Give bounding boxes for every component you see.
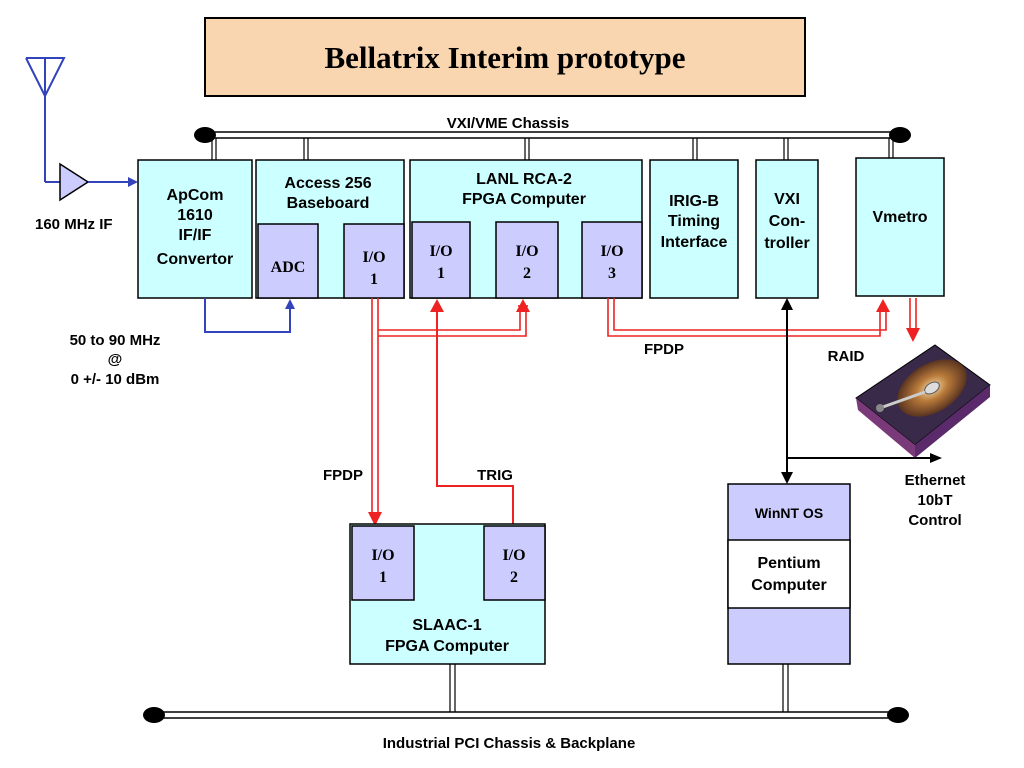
slaac-io2-line1: I/O xyxy=(502,547,525,564)
adc-label: ADC xyxy=(271,259,306,276)
if-frequency-label: 160 MHz IF xyxy=(35,216,113,233)
apcom-line4: Convertor xyxy=(157,251,233,268)
vxi-ctrl-line3: troller xyxy=(764,235,809,252)
fpdp-right-label: FPDP xyxy=(644,341,684,358)
lanl-io2-block xyxy=(495,221,559,299)
raid-label: RAID xyxy=(828,348,865,365)
signal-note-line1: 50 to 90 MHz xyxy=(70,332,161,349)
slaac1-module: I/O 1 I/O 2 SLAAC-1 FPGA Computer xyxy=(349,523,546,665)
slaac-io2-block xyxy=(483,525,546,601)
raid-arrow xyxy=(906,328,920,342)
vxi-chassis-bus xyxy=(194,127,911,160)
access-line1: Access 256 xyxy=(284,175,371,192)
irig-line1: IRIG-B xyxy=(669,193,719,210)
lanl-io3-line1: I/O xyxy=(600,243,623,260)
vxi-pentium-link xyxy=(781,298,942,484)
signal-note: 50 to 90 MHz @ 0 +/- 10 dBm xyxy=(70,332,161,388)
fpdp-arrow-vmetro xyxy=(876,299,890,312)
fpdp-left-label: FPDP xyxy=(323,467,363,484)
slaac-io1-block xyxy=(351,525,415,601)
access-line2: Baseboard xyxy=(287,195,370,212)
apcom-line2: 1610 xyxy=(177,207,213,224)
vmetro-label: Vmetro xyxy=(872,209,927,226)
vxi-controller-module: VXI Con- troller xyxy=(755,159,819,299)
slaac-line2: FPGA Computer xyxy=(385,638,509,655)
apcom-line1: ApCom xyxy=(167,187,224,204)
pentium-line1: Pentium xyxy=(757,555,820,572)
slaac-io2-line2: 2 xyxy=(510,569,518,586)
lanl-io1-line1: I/O xyxy=(429,243,452,260)
lanl-io1-line2: 1 xyxy=(437,265,445,282)
lanl-io2-line2: 2 xyxy=(523,265,531,282)
lanl-io2-line1: I/O xyxy=(515,243,538,260)
hard-disk-icon xyxy=(855,344,991,458)
page-title: Bellatrix Interim prototype xyxy=(324,40,685,75)
irig-line2: Timing xyxy=(668,213,720,230)
lanl-rca2-module: LANL RCA-2 FPGA Computer I/O 1 I/O 2 I/O… xyxy=(409,159,643,299)
access-io1-block xyxy=(343,223,405,299)
vxi-ctrl-line2: Con- xyxy=(769,213,805,230)
apcom-line3: IF/IF xyxy=(179,227,212,244)
slaac-io1-line1: I/O xyxy=(371,547,394,564)
pci-chassis-label: Industrial PCI Chassis & Backplane xyxy=(383,735,636,752)
signal-note-line2: @ xyxy=(108,351,123,368)
lanl-line1: LANL RCA-2 xyxy=(476,171,572,188)
lanl-io3-line2: 3 xyxy=(608,265,616,282)
pentium-line2: Computer xyxy=(751,577,827,594)
irig-b-module: IRIG-B Timing Interface xyxy=(649,159,739,299)
ethernet-line2: 10bT xyxy=(917,492,952,509)
lanl-io3-block xyxy=(581,221,643,299)
title-box: Bellatrix Interim prototype xyxy=(204,17,806,97)
access-io1-line2: 1 xyxy=(370,271,378,288)
trig-line xyxy=(436,306,514,524)
antenna-icon xyxy=(25,57,66,183)
slaac-io1-line2: 1 xyxy=(379,569,387,586)
vxi-ctrl-line1: VXI xyxy=(774,191,800,208)
vmetro-module: Vmetro xyxy=(855,157,945,297)
access-io1-line1: I/O xyxy=(362,249,385,266)
amplifier-icon xyxy=(59,162,138,202)
ethernet-line1: Ethernet xyxy=(905,472,966,489)
lanl-line2: FPGA Computer xyxy=(462,191,586,208)
vxi-chassis-label: VXI/VME Chassis xyxy=(447,115,570,132)
adc-block xyxy=(257,223,319,299)
trig-arrow xyxy=(430,299,444,312)
signal-note-line3: 0 +/- 10 dBm xyxy=(71,371,160,388)
fpdp-bus-right xyxy=(607,298,887,337)
pci-chassis-bus xyxy=(143,664,909,723)
irig-line3: Interface xyxy=(661,234,728,251)
raid-link xyxy=(909,298,917,330)
apcom-to-adc-link xyxy=(204,298,295,333)
slaac-line1: SLAAC-1 xyxy=(412,617,481,634)
pentium-computer-module: WinNT OS Pentium Computer xyxy=(727,483,851,665)
access-baseboard-module: Access 256 Baseboard ADC I/O 1 xyxy=(255,159,405,299)
winnt-os-label: WinNT OS xyxy=(755,505,823,521)
trig-label: TRIG xyxy=(477,467,513,484)
lanl-io1-block xyxy=(411,221,471,299)
fpdp-arrow-lanl-io2 xyxy=(516,299,530,312)
apcom-module: ApCom 1610 IF/IF Convertor xyxy=(137,159,253,299)
ethernet-line3: Control xyxy=(908,512,961,529)
fpdp-arrow-slaac xyxy=(368,512,382,526)
ethernet-label: Ethernet 10bT Control xyxy=(905,472,966,529)
